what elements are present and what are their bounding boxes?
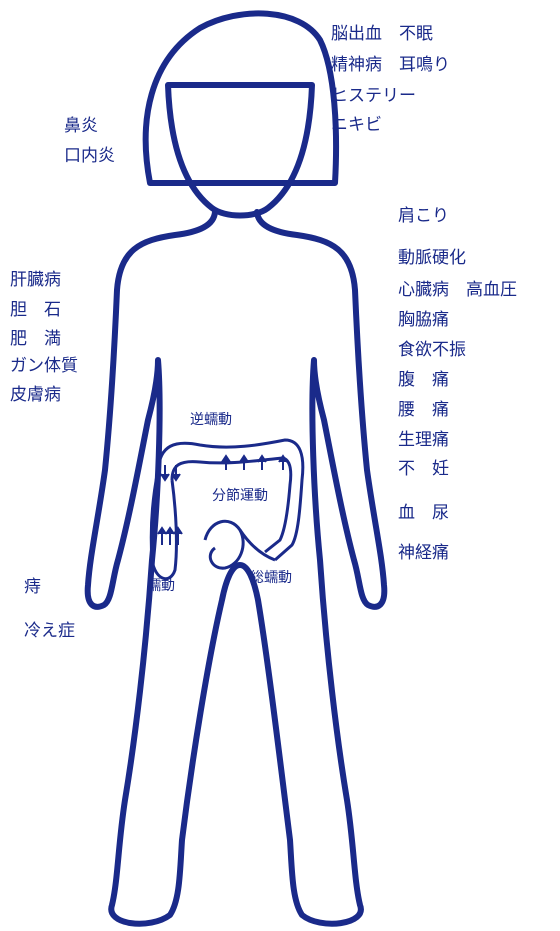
label-stomatitis: 口内炎: [64, 148, 115, 165]
label-hematuria: 血 尿: [398, 505, 449, 522]
label-reverse-peristalsis: 逆蠕動: [190, 413, 232, 427]
arrow-icon: [166, 528, 174, 545]
hair-outline: [146, 13, 336, 183]
label-cancer-constitution: ガン体質: [10, 358, 78, 375]
label-skin-disease: 皮膚病: [10, 387, 61, 404]
label-mass-peristalsis: 総蠕動: [250, 571, 292, 585]
large-intestine-inner: [172, 458, 291, 552]
label-chest-pain: 胸脇痛: [398, 312, 449, 329]
label-peristalsis: 蠕動: [147, 579, 175, 593]
label-heart-hypertension: 心臓病 高血圧: [398, 282, 517, 299]
label-stroke-insomnia: 脳出血 不眠: [331, 26, 433, 43]
rectum: [205, 521, 243, 568]
label-gallstone: 胆 石: [10, 302, 61, 319]
label-mental-tinnitus: 精神病 耳鳴り: [331, 57, 450, 74]
arrow-icon: [161, 465, 169, 480]
label-infertility: 不 妊: [398, 461, 449, 478]
label-liver-disease: 肝臓病: [10, 272, 61, 289]
label-stiff-shoulder: 肩こり: [398, 208, 449, 225]
label-cold-sensitivity: 冷え症: [24, 623, 75, 640]
sigmoid-colon: [240, 530, 275, 560]
label-acne: ニキビ: [331, 117, 382, 134]
label-hysteria: ヒステリー: [331, 88, 416, 105]
arrow-icon: [258, 456, 266, 470]
label-hemorrhoids: 痔: [24, 579, 41, 596]
label-period-pain: 生理痛: [398, 432, 449, 449]
label-neuralgia: 神経痛: [398, 545, 449, 562]
label-arteriosclerosis: 動脈硬化: [398, 250, 466, 267]
label-rhinitis: 鼻炎: [64, 118, 98, 135]
label-back-pain: 腰 痛: [398, 402, 449, 419]
label-segmentation: 分節運動: [212, 489, 268, 503]
arrow-icon: [158, 528, 166, 545]
label-appetite-loss: 食欲不振: [398, 342, 466, 359]
body-outline: [88, 212, 385, 924]
face-outline: [168, 85, 312, 216]
label-obesity: 肥 満: [10, 331, 61, 348]
label-stomach-ache: 腹 痛: [398, 372, 449, 389]
